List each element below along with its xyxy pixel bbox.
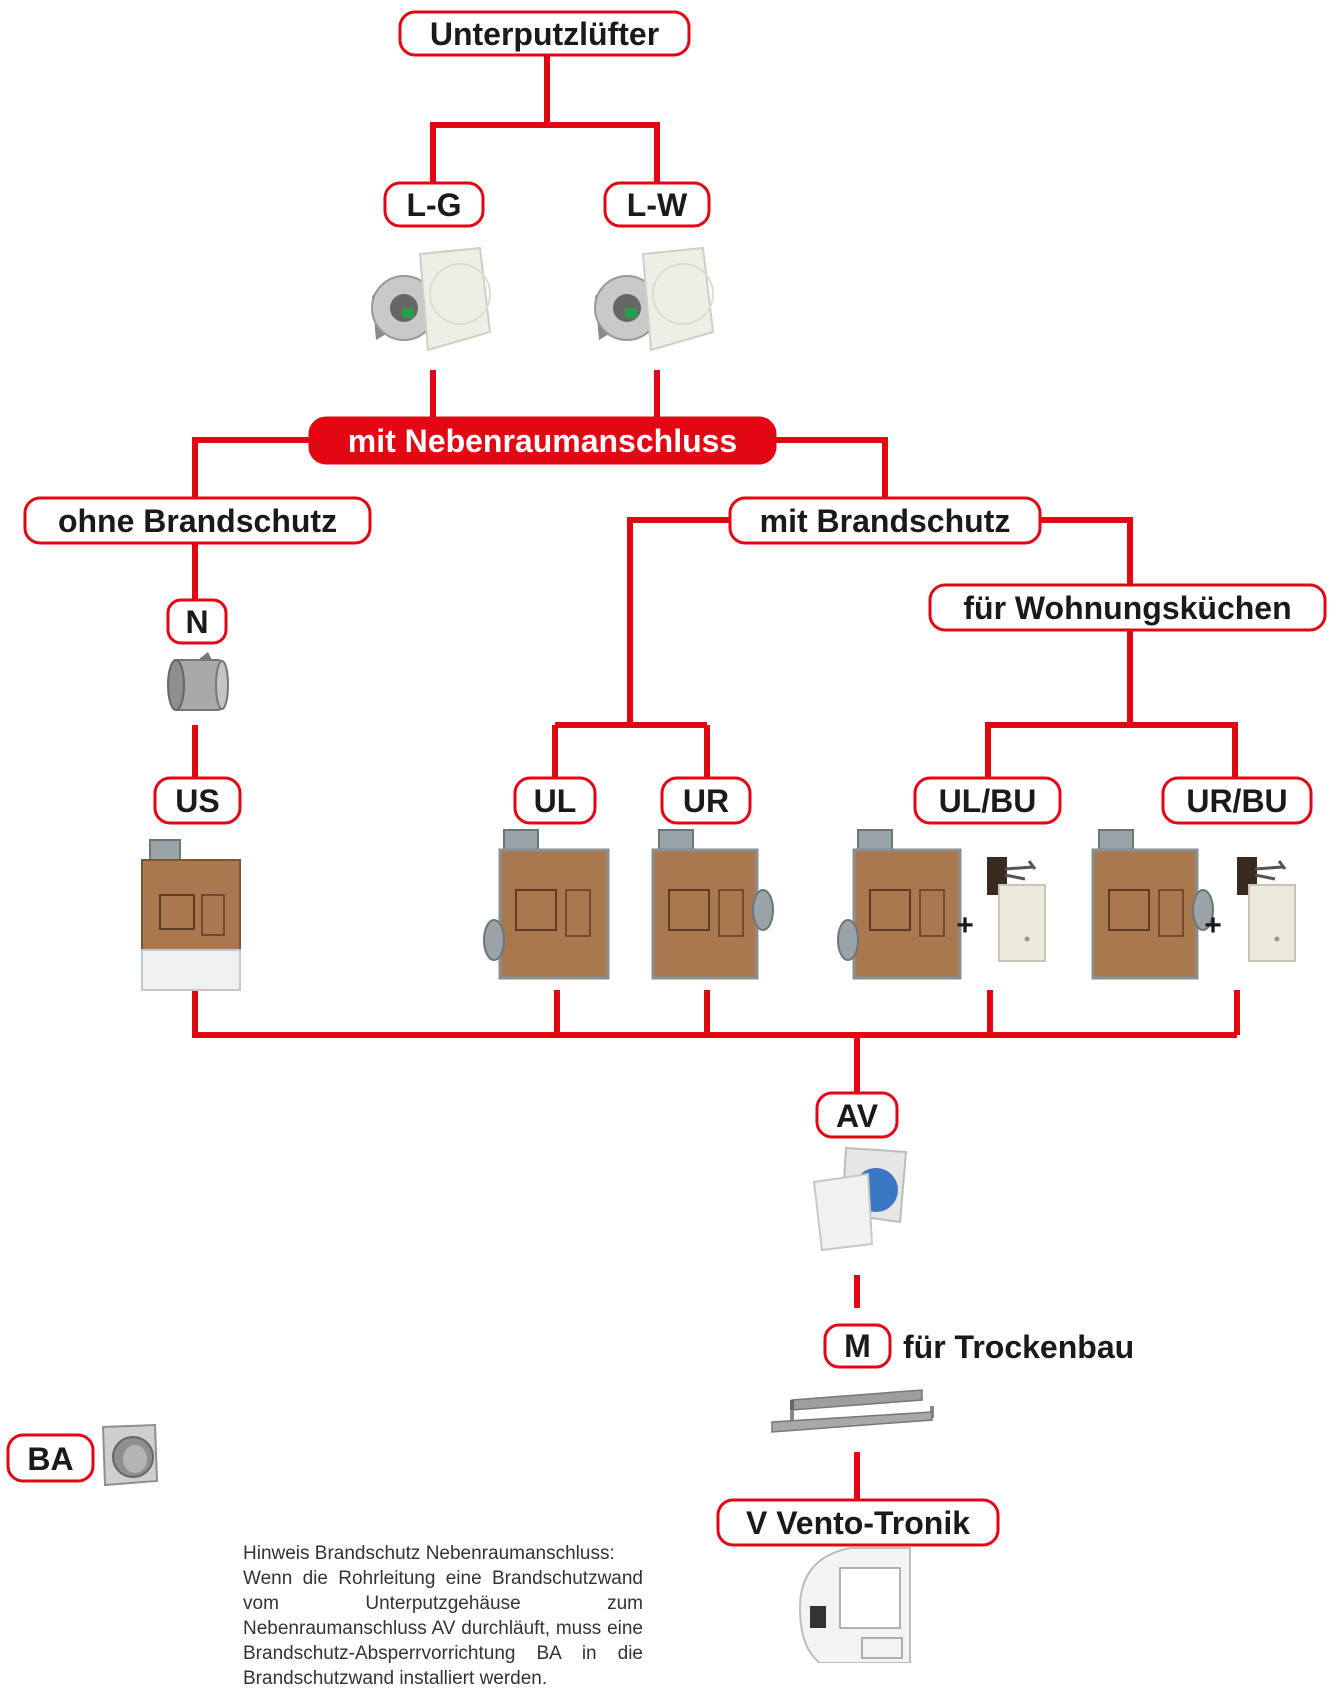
svg-text:UR/BU: UR/BU [1186, 783, 1287, 819]
node-av: AV [815, 1091, 899, 1139]
plus-sign: + [956, 909, 974, 942]
svg-text:M: M [844, 1328, 871, 1364]
svg-text:BA: BA [27, 1441, 73, 1477]
node-wohn: für Wohnungsküchen [928, 583, 1327, 632]
duct-sleeve-icon [167, 652, 229, 711]
housing-box-icon [651, 829, 774, 980]
svg-text:mit Nebenraumanschluss: mit Nebenraumanschluss [348, 423, 737, 459]
svg-text:UL: UL [534, 783, 577, 819]
brandschutz-damper-icon [101, 1423, 159, 1487]
note-body: Wenn die Rohrleitung eine Brandschutzwan… [243, 1568, 643, 1689]
node-lw: L-W [603, 181, 711, 228]
cover-plate-icon [812, 1146, 908, 1252]
fire-damper-icon [987, 857, 1046, 962]
node-m-suffix: für Trockenbau [903, 1329, 1134, 1365]
node-ba: BA [6, 1433, 95, 1483]
fan-insert-icon [594, 246, 715, 352]
fire-protection-note: Hinweis Brandschutz Nebenraumanschluss: … [243, 1541, 643, 1691]
svg-text:für Wohnungsküchen: für Wohnungsküchen [963, 590, 1291, 626]
svg-text:UR: UR [683, 783, 729, 819]
node-lg: L-G [383, 181, 485, 228]
connector-lines [192, 54, 1240, 1500]
node-m: M [823, 1323, 892, 1369]
svg-text:AV: AV [836, 1098, 879, 1134]
node-ul: UL [513, 776, 597, 825]
svg-text:L-G: L-G [406, 187, 461, 223]
svg-text:US: US [175, 783, 219, 819]
node-root: Unterputzlüfter [398, 10, 691, 57]
housing-box-icon [837, 829, 962, 980]
plus-sign: + [1204, 909, 1222, 942]
node-n: N [166, 598, 228, 645]
svg-text:ohne Brandschutz: ohne Brandschutz [58, 503, 337, 539]
node-mit: mit Brandschutz [728, 496, 1042, 545]
svg-text:mit Brandschutz: mit Brandschutz [760, 503, 1011, 539]
housing-box-icon [141, 839, 241, 991]
fire-damper-icon [1237, 857, 1296, 962]
svg-text:V Vento-Tronik: V Vento-Tronik [746, 1505, 970, 1541]
svg-text:L-W: L-W [627, 187, 688, 223]
svg-text:UL/BU: UL/BU [939, 783, 1037, 819]
node-ohne: ohne Brandschutz [23, 496, 372, 545]
node-ur: UR [660, 776, 752, 825]
note-title: Hinweis Brandschutz Nebenraumanschluss: [243, 1543, 615, 1564]
mounting-rail-icon [771, 1389, 934, 1433]
svg-text:Unterputzlüfter: Unterputzlüfter [430, 16, 659, 52]
svg-text:N: N [185, 604, 208, 640]
housing-box-icon [1091, 829, 1214, 980]
node-v: V Vento-Tronik [716, 1498, 1000, 1547]
fan-insert-icon [371, 246, 492, 352]
housing-box-icon [483, 829, 610, 980]
node-us: US [153, 776, 242, 825]
node-neben: mit Nebenraumanschluss [308, 416, 777, 465]
node-ulbu: UL/BU [913, 776, 1062, 825]
control-box-icon [798, 1547, 911, 1663]
node-urbu: UR/BU [1161, 776, 1313, 825]
